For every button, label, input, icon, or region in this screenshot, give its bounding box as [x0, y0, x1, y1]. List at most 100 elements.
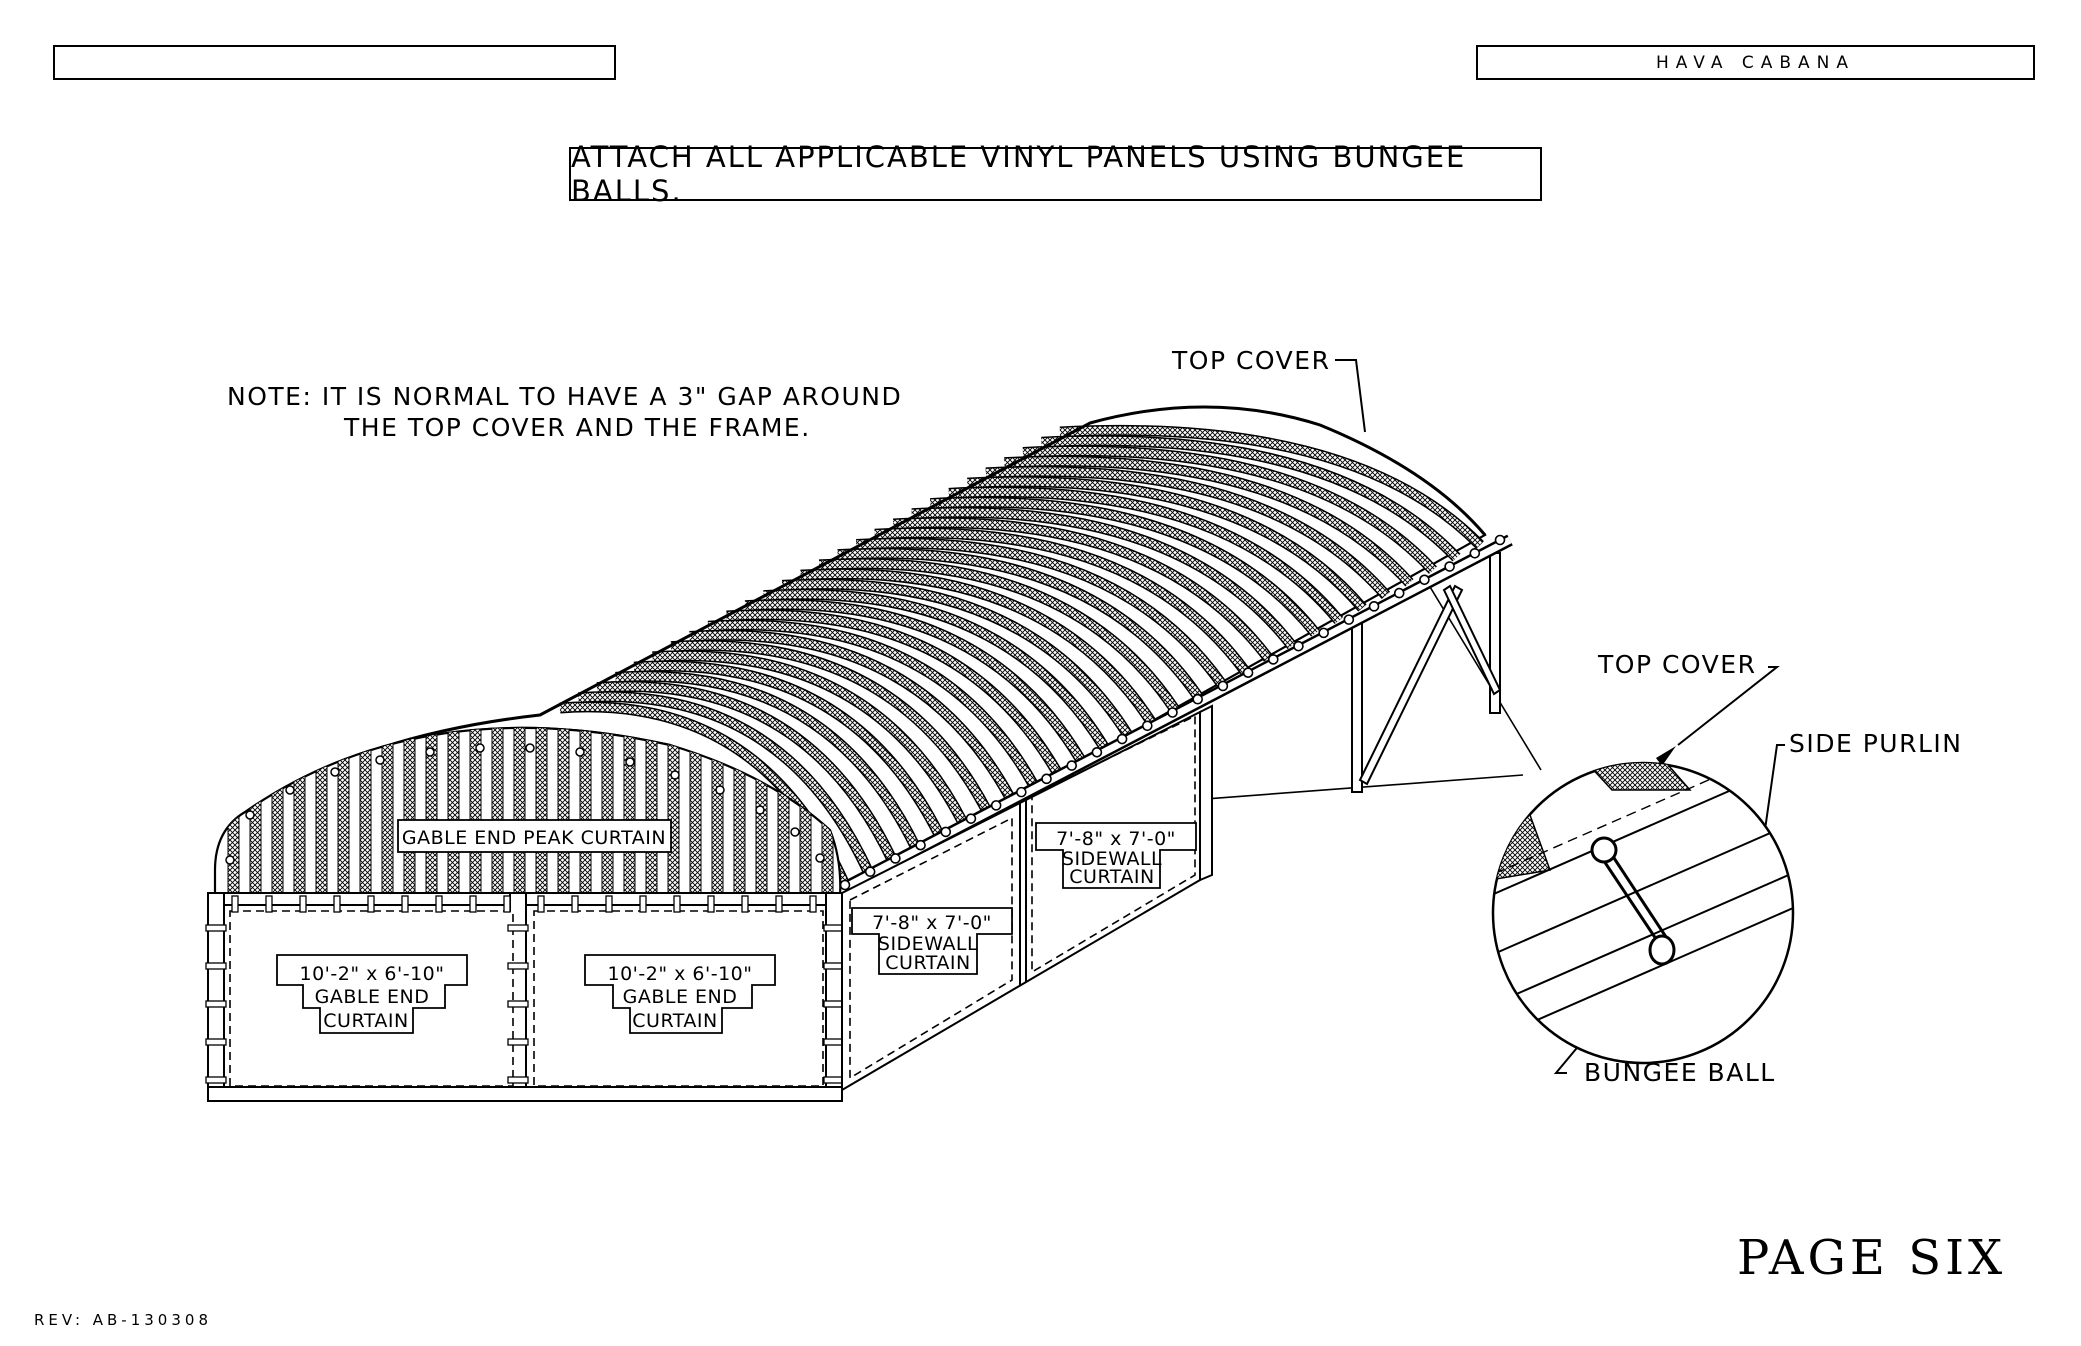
bungee-detail-circle — [1491, 761, 1795, 1065]
gable-stripe — [359, 727, 372, 897]
eave-bungee-ball — [1267, 654, 1279, 665]
back-frame-legs — [1351, 552, 1502, 793]
gable-bungee-ball — [815, 853, 825, 863]
gable-right-line1: GABLE END — [623, 986, 738, 1008]
roof-band-mesh — [670, 641, 990, 812]
gable-stripe — [601, 727, 614, 897]
eave-bungee-ball — [1494, 534, 1506, 546]
post-clip — [205, 924, 227, 932]
header-title-box: HAVA CABANA — [1476, 45, 2035, 80]
roof-band-mesh — [1041, 436, 1460, 561]
eave-bungee-ball — [1066, 760, 1078, 771]
roof-band-mesh — [726, 610, 1061, 774]
gable-stripe — [623, 727, 636, 897]
eave-bungee-ball — [1368, 601, 1380, 612]
roof-band-mesh — [652, 651, 967, 824]
side-purlin-rail — [837, 534, 1513, 896]
gable-stripe — [425, 727, 438, 897]
gable-bungee-ball — [790, 827, 800, 837]
roof-band-mesh — [615, 672, 920, 849]
roof-band-mesh — [837, 549, 1202, 699]
gable-bungee-ball — [330, 767, 340, 777]
gable-left-line1: GABLE END — [315, 986, 430, 1008]
eave-bungee-ball — [965, 813, 977, 824]
gable-bungee-ball — [755, 805, 765, 815]
gable-left-size: 10'-2" x 6'-10" — [300, 963, 445, 985]
roof-band-mesh — [893, 518, 1272, 661]
rail-clip — [809, 895, 817, 913]
header-left-box — [53, 45, 616, 80]
gable-bungee-ball — [425, 747, 435, 757]
rail-clip — [707, 895, 715, 913]
gable-bungee-ball — [475, 743, 485, 753]
note-line-2: THE TOP COVER AND THE FRAME. — [344, 413, 811, 442]
eave-bungee-ball — [1116, 733, 1128, 745]
rail-clip — [435, 895, 443, 913]
gable-stripe — [315, 727, 328, 897]
roof-band-mesh — [856, 539, 1225, 686]
gable-end-curtain-right: 10'-2" x 6'-10" GABLE END CURTAIN — [533, 910, 824, 1087]
eave-bungee-ball — [1242, 667, 1254, 678]
gable-right-line2: CURTAIN — [632, 1010, 717, 1032]
post-clip — [205, 1038, 227, 1046]
gable-stripe — [777, 727, 790, 897]
post-clip — [507, 1038, 529, 1046]
roof-band-mesh — [707, 621, 1037, 787]
revision-code: REV: AB-130308 — [34, 1311, 212, 1329]
rail-clip — [231, 895, 239, 913]
eave-bungee-ball — [1293, 640, 1304, 652]
gable-end-curtain-left: 10'-2" x 6'-10" GABLE END CURTAIN — [229, 910, 514, 1087]
gable-bungee-ball — [715, 785, 725, 795]
eave-bungee-ball — [1167, 707, 1178, 718]
sidewall-curtain-front: 7'-8" x 7'-0" SIDEWALL CURTAIN — [849, 816, 1013, 1080]
side-purlin-callout: SIDE PURLIN — [1789, 729, 1963, 758]
rail-clip — [741, 895, 749, 913]
gable-stripe — [337, 727, 350, 897]
eave-bungee-ball — [839, 879, 851, 891]
roof-band-mesh — [930, 498, 1319, 636]
eave-bungee-ball — [1142, 720, 1153, 732]
gable-bungee-ball — [670, 770, 680, 780]
roof-band-mesh — [874, 528, 1249, 674]
gable-stripe — [249, 727, 262, 897]
post-clip — [507, 1000, 529, 1008]
post-clip — [205, 1000, 227, 1008]
gable-stripe — [271, 727, 284, 897]
roof-band-mesh — [1022, 446, 1436, 573]
gable-bungee-ball — [625, 757, 635, 767]
post-clip — [507, 962, 529, 970]
note-line-1: NOTE: IT IS NORMAL TO HAVE A 3" GAP AROU… — [227, 382, 903, 411]
roof-band-mesh — [800, 569, 1155, 724]
sidewall-front-line2: CURTAIN — [885, 952, 970, 974]
gable-stripe — [469, 727, 482, 897]
eave-bungee-ball — [1192, 693, 1203, 705]
roof-band-mesh — [967, 477, 1366, 611]
sidewall-back-line1: SIDEWALL — [1062, 848, 1162, 870]
sidewall-back-size: 7'-8" x 7'-0" — [1056, 828, 1176, 850]
gable-bungee-ball — [525, 743, 535, 753]
post-clip — [507, 1076, 529, 1084]
post-clip — [507, 924, 529, 932]
roof-band-mesh — [596, 682, 896, 862]
sidewall-back-line2: CURTAIN — [1069, 866, 1154, 888]
peak-curtain-label: GABLE END PEAK CURTAIN — [402, 827, 666, 849]
gable-bungee-ball — [225, 855, 235, 865]
page-label: PAGE SIX — [1737, 1230, 2007, 1286]
eave-bungee-ball — [1419, 574, 1430, 586]
bungee-ball-callout: BUNGEE BALL — [1584, 1058, 1776, 1087]
rail-clip — [537, 895, 545, 913]
eave-bungee-ball — [890, 853, 901, 864]
eave-bungee-ball — [1393, 587, 1405, 599]
rail-clip — [469, 895, 477, 913]
top-cover-roof — [245, 405, 1487, 888]
roof-band-mesh — [985, 467, 1389, 599]
gable-stripe — [733, 727, 746, 897]
eave-bungee-ball — [1016, 786, 1027, 798]
roof-band-mesh — [911, 508, 1296, 649]
eave-bungee-ball — [1217, 680, 1229, 692]
gable-stripe — [689, 727, 702, 897]
gable-bungee-ball — [375, 755, 385, 765]
roof-band-mesh — [689, 631, 1014, 799]
eave-bungee-ball — [1091, 747, 1103, 758]
